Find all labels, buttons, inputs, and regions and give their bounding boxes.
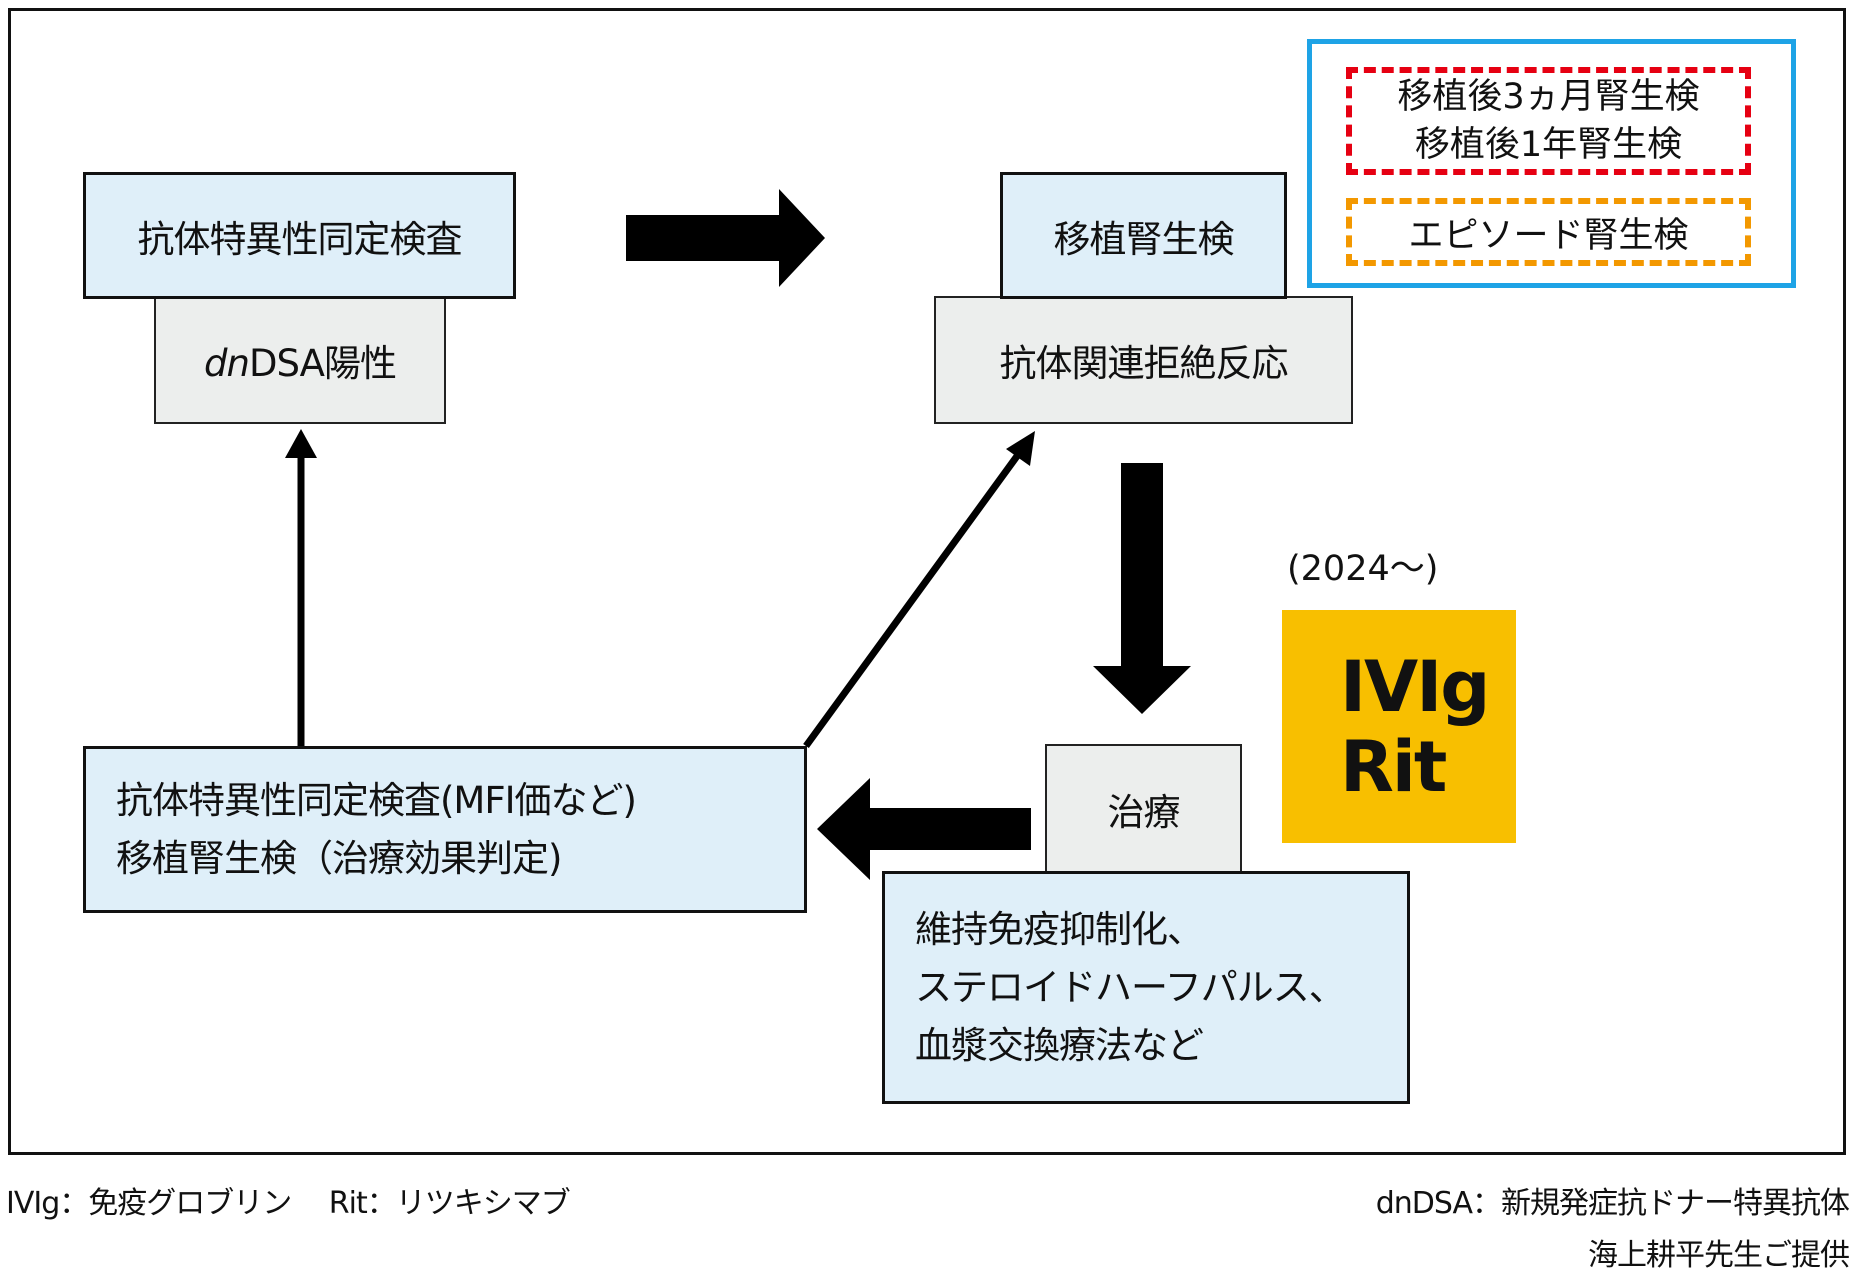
kidney-biopsy-box: 移植腎生検 [1000, 172, 1287, 299]
treatment-label: 治療 [1107, 791, 1181, 834]
treatment-detail-item: 血漿交換療法など [915, 1023, 1204, 1067]
treatment-detail-item: 維持免疫抑制化、 [915, 907, 1204, 951]
antibody-mediated-rejection-box: 抗体関連拒絶反応 [934, 296, 1353, 424]
ivig-label: IVIg [1340, 645, 1490, 728]
arrow-diagonal-to-rejection-line [803, 449, 1023, 749]
antibody-specificity-test-box: 抗体特異性同定検査 [83, 172, 516, 299]
dn-italic-label: dn [204, 342, 250, 385]
ivig-rit-box: IVIg Rit [1282, 610, 1516, 843]
protocol-biopsy-3-months: 移植後3ヵ月腎生検 [1397, 77, 1700, 117]
since-2024-label: (2024〜) [1287, 549, 1439, 589]
arrow-left-to-monitoring [817, 778, 1031, 880]
credit-note: 海上耕平先生ご提供 [1588, 1238, 1850, 1273]
protocol-biopsy-legend-item: 移植後3ヵ月腎生検 移植後1年腎生検 [1346, 67, 1751, 175]
arrow-down-to-treatment [1093, 463, 1191, 714]
protocol-biopsy-1-year: 移植後1年腎生検 [1414, 125, 1683, 165]
abbreviation-note-right: dnDSA：新規発症抗ドナー特異抗体 [1375, 1186, 1850, 1221]
rit-label: Rit [1340, 725, 1447, 808]
treatment-detail-item: ステロイドハーフパルス、 [915, 965, 1346, 1009]
dsa-positive-label: DSA陽性 [248, 342, 397, 385]
arrow-right-to-biopsy [626, 189, 825, 287]
episode-biopsy-label: エピソード腎生検 [1408, 215, 1689, 256]
biopsy-type-legend [1307, 39, 1796, 288]
episode-biopsy-legend-item: エピソード腎生検 [1346, 198, 1751, 266]
abbreviation-note-left: IVIg：免疫グロブリン Rit：リツキシマブ [6, 1186, 571, 1221]
antibody-mediated-rejection-label: 抗体関連拒絶反応 [999, 342, 1289, 385]
treatment-box: 治療 [1045, 744, 1242, 874]
monitoring-box: 抗体特異性同定検査(MFI価など) 移植腎生検（治療効果判定) [83, 746, 807, 913]
arrow-up-to-dndsa-head [285, 429, 317, 458]
kidney-biopsy-label: 移植腎生検 [1053, 217, 1235, 261]
monitoring-line-antibody: 抗体特異性同定検査(MFI価など) [116, 778, 637, 822]
dndsa-positive-box: dnDSA陽性 [154, 296, 446, 424]
arrow-diagonal-to-rejection-head [1006, 431, 1035, 466]
antibody-specificity-test-label: 抗体特異性同定検査 [137, 217, 463, 261]
treatment-details-box: 維持免疫抑制化、 ステロイドハーフパルス、 血漿交換療法など [882, 871, 1410, 1104]
diagram-frame [8, 8, 1846, 1155]
monitoring-line-biopsy: 移植腎生検（治療効果判定) [116, 836, 562, 880]
